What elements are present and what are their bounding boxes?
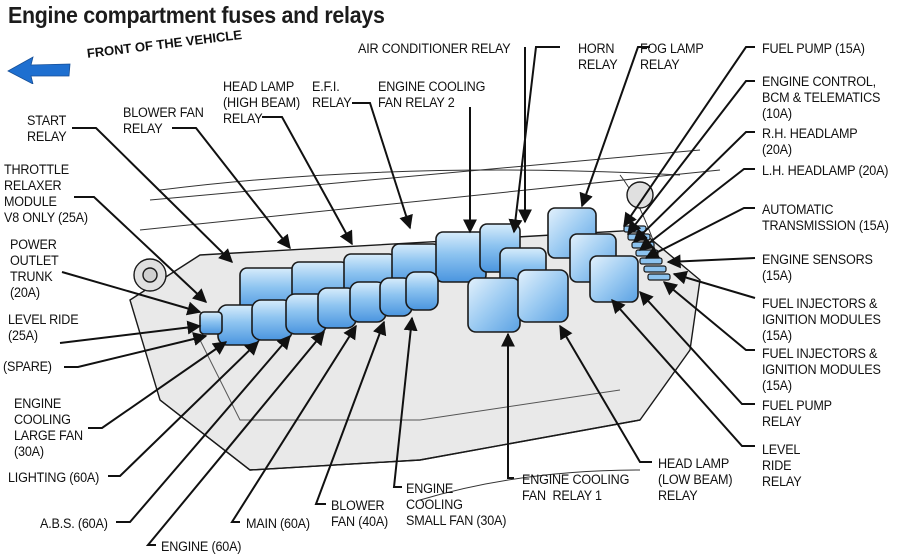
leader-line-lighting-60a <box>108 341 260 477</box>
label-engine-60a: ENGINE (60A) <box>161 539 242 554</box>
leader-line-engine-cooling-large-fan-30a <box>88 341 228 429</box>
label-power-outlet-trunk-20a: POWER OUTLET TRUNK (20A) <box>10 237 59 300</box>
label-automatic-transmission-15a: AUTOMATIC TRANSMISSION (15A) <box>762 202 889 233</box>
label-spare: (SPARE) <box>3 359 52 374</box>
label-engine-sensors-15a: ENGINE SENSORS (15A) <box>762 252 873 283</box>
leader-line-engine-cooling-fan-relay-1 <box>501 332 515 479</box>
leader-line-blower-fan-relay <box>172 127 291 250</box>
label-engine-cooling-large-fan-30a: ENGINE COOLING LARGE FAN (30A) <box>14 396 83 459</box>
left-arrow-icon <box>7 56 71 84</box>
leader-line-fuel-injectors-ignition-2 <box>662 281 755 351</box>
label-engine-control-10a: ENGINE CONTROL, BCM & TELEMATICS (10A) <box>762 74 881 121</box>
leader-line-level-ride-relay <box>611 298 755 447</box>
label-fuel-pump-relay: FUEL PUMP RELAY <box>762 398 832 429</box>
head-lamp-low-beam-relay-block <box>467 277 521 333</box>
label-lighting-60a: LIGHTING (60A) <box>8 470 100 485</box>
label-horn-relay: HORN RELAY <box>578 41 618 72</box>
leader-line-lh-headlamp-20a <box>638 168 755 251</box>
label-abs-60a: A.B.S. (60A) <box>40 516 108 531</box>
label-engine-cooling-small-fan-30a: ENGINE COOLING SMALL FAN (30A) <box>406 481 507 528</box>
level-ride-relay-block <box>589 255 639 303</box>
leader-line-blower-fan-40a <box>314 320 387 505</box>
leader-line-head-lamp-high-beam-relay <box>262 116 353 246</box>
leader-line-head-lamp-low-beam-relay <box>559 324 652 463</box>
leader-line-fuel-injectors-ignition-1 <box>672 270 756 299</box>
lower-relays <box>467 269 569 333</box>
page-title: Engine compartment fuses and relays <box>8 2 385 28</box>
label-rh-headlamp-20a: R.H. HEADLAMP (20A) <box>762 126 858 157</box>
label-head-lamp-low-beam-relay: HEAD LAMP (LOW BEAM) RELAY <box>658 456 733 503</box>
engine-cooling-fan-relay-1-block <box>517 269 569 323</box>
label-engine-cooling-fan-relay-1: ENGINE COOLING FAN RELAY 1 <box>522 472 630 503</box>
leader-line-start-relay <box>72 127 233 263</box>
label-fog-lamp-relay: FOG LAMP RELAY <box>640 41 704 72</box>
leader-line-horn-relay <box>508 46 560 234</box>
label-fuel-injectors-ignition-1: FUEL INJECTORS & IGNITION MODULES (15A) <box>762 296 881 343</box>
label-throttle-relaxer-25a: THROTTLE RELAXER MODULE V8 ONLY (25A) <box>4 162 88 225</box>
leader-line-fuel-pump-15a <box>623 46 755 228</box>
label-main-60a: MAIN (60A) <box>246 516 310 531</box>
label-blower-fan-40a: BLOWER FAN (40A) <box>331 498 389 529</box>
label-air-conditioner-relay: AIR CONDITIONER RELAY <box>358 41 511 56</box>
back-relay-row <box>239 207 639 313</box>
label-head-lamp-high-beam-relay: HEAD LAMP (HIGH BEAM) RELAY <box>223 79 300 126</box>
leader-line-engine-sensors-15a <box>666 254 756 269</box>
leader-line-engine-cooling-small-fan-30a <box>392 316 418 488</box>
front-fuse-row <box>199 271 439 346</box>
leader-line-efi-relay <box>352 102 413 230</box>
label-lh-headlamp-20a: L.H. HEADLAMP (20A) <box>762 163 889 178</box>
leader-line-abs-60a <box>116 334 291 523</box>
leader-line-main-60a <box>230 324 357 523</box>
label-start-relay: START RELAY <box>27 113 67 144</box>
leader-line-engine-control-10a <box>627 80 755 236</box>
leader-line-engine-60a <box>145 330 325 546</box>
leader-line-spare <box>64 332 208 368</box>
leader-line-fog-lamp-relay <box>579 46 650 208</box>
label-level-ride-25a: LEVEL RIDE (25A) <box>8 312 79 343</box>
leader-line-level-ride-25a <box>59 320 202 344</box>
leader-lines <box>59 46 756 546</box>
leader-line-rh-headlamp-20a <box>633 131 755 243</box>
label-efi-relay: E.F.I. RELAY <box>312 79 352 110</box>
leader-line-fuel-pump-relay <box>639 290 755 405</box>
leader-line-power-outlet-trunk-20a <box>61 271 202 316</box>
label-blower-fan-relay: BLOWER FAN RELAY <box>123 105 204 136</box>
label-level-ride-relay: LEVEL RIDE RELAY <box>762 442 802 489</box>
label-fuel-pump-15a: FUEL PUMP (15A) <box>762 41 865 56</box>
leader-line-automatic-transmission-15a <box>644 207 755 259</box>
label-fuel-injectors-ignition-2: FUEL INJECTORS & IGNITION MODULES (15A) <box>762 346 881 393</box>
label-engine-cooling-fan-relay-2: ENGINE COOLING FAN RELAY 2 <box>378 79 486 110</box>
leader-line-throttle-relaxer-25a <box>74 196 208 303</box>
engine-cooling-fan-relay-2-block <box>435 231 487 283</box>
